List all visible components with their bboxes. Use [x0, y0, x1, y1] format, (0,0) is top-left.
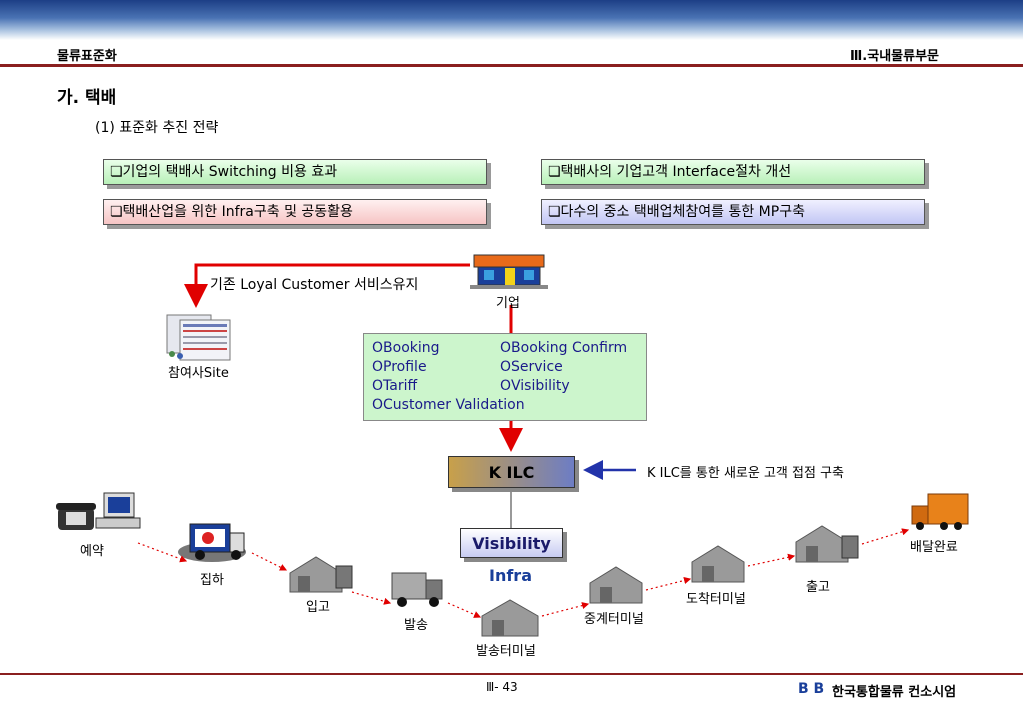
kilc-note: K ILC를 통한 새로운 고객 접점 구축	[647, 466, 844, 481]
truck-dispatch-icon	[391, 572, 443, 607]
flow-delivered: 배달완료	[910, 540, 958, 555]
company-building-icon	[470, 254, 548, 289]
loyal-customer-text: 기존 Loyal Customer 서비스유지	[210, 277, 419, 293]
terminal-send-icon	[481, 599, 539, 637]
arrow-to-site	[184, 263, 470, 308]
service-tariff: ΟTariff	[372, 378, 418, 394]
service-visibility: ΟVisibility	[500, 378, 570, 394]
flow-send-terminal: 발송터미널	[476, 644, 536, 659]
warehouse-inbound-icon	[289, 556, 353, 593]
flow-arrival-terminal: 도착터미널	[686, 592, 746, 607]
strategy-switching: ❏기업의 택배사 Switching 비용 효과	[103, 159, 487, 185]
flow-dispatch: 발송	[404, 618, 428, 633]
section-subtitle: (1) 표준화 추진 전략	[95, 120, 219, 136]
flow-reservation: 예약	[80, 544, 104, 559]
site-label: 참여사Site	[168, 366, 229, 381]
strategy-mp: ❏다수의 중소 택배업체참여를 통한 MP구축	[541, 199, 925, 225]
terminal-arrival-icon	[691, 545, 745, 583]
pickup-truck-icon	[178, 523, 246, 562]
top-banner	[0, 0, 1023, 40]
warehouse-outbound-icon	[795, 525, 859, 563]
flow-inbound: 입고	[306, 600, 330, 615]
footer-rule	[0, 673, 1023, 675]
service-booking-confirm: ΟBooking Confirm	[500, 340, 628, 356]
site-screens-icon	[166, 314, 231, 361]
kilc-box: K ILC	[448, 456, 575, 488]
terminal-relay-icon	[589, 566, 643, 604]
page-number: Ⅲ- 43	[486, 680, 518, 694]
flow-relay-terminal: 중계터미널	[584, 612, 644, 627]
infra-label: Infra	[489, 566, 532, 585]
services-box: ΟBooking ΟBooking Confirm ΟProfile ΟServ…	[363, 333, 647, 421]
header-left: 물류표준화	[57, 49, 117, 64]
footer-company: 한국통합물류 컨소시엄	[832, 685, 957, 700]
header-rule	[0, 64, 1023, 67]
delivery-truck-icon	[911, 493, 969, 530]
company-label: 기업	[496, 296, 520, 311]
section-title: 가. 택배	[57, 88, 117, 108]
header-right: Ⅲ.국내물류부문	[850, 49, 939, 64]
strategy-infra: ❏택배산업을 위한 Infra구축 및 공동활용	[103, 199, 487, 225]
visibility-box: Visibility	[460, 528, 563, 558]
flow-pickup: 집하	[200, 573, 224, 588]
company-logo: B B	[798, 681, 825, 697]
service-profile: ΟProfile	[372, 359, 427, 375]
phone-computer-icon	[56, 492, 141, 530]
service-customer-validation: ΟCustomer Validation	[372, 397, 525, 413]
service-booking: ΟBooking	[372, 340, 440, 356]
flow-outbound: 출고	[806, 580, 830, 595]
strategy-interface: ❏택배사의 기업고객 Interface절차 개선	[541, 159, 925, 185]
service-service: ΟService	[500, 359, 563, 375]
